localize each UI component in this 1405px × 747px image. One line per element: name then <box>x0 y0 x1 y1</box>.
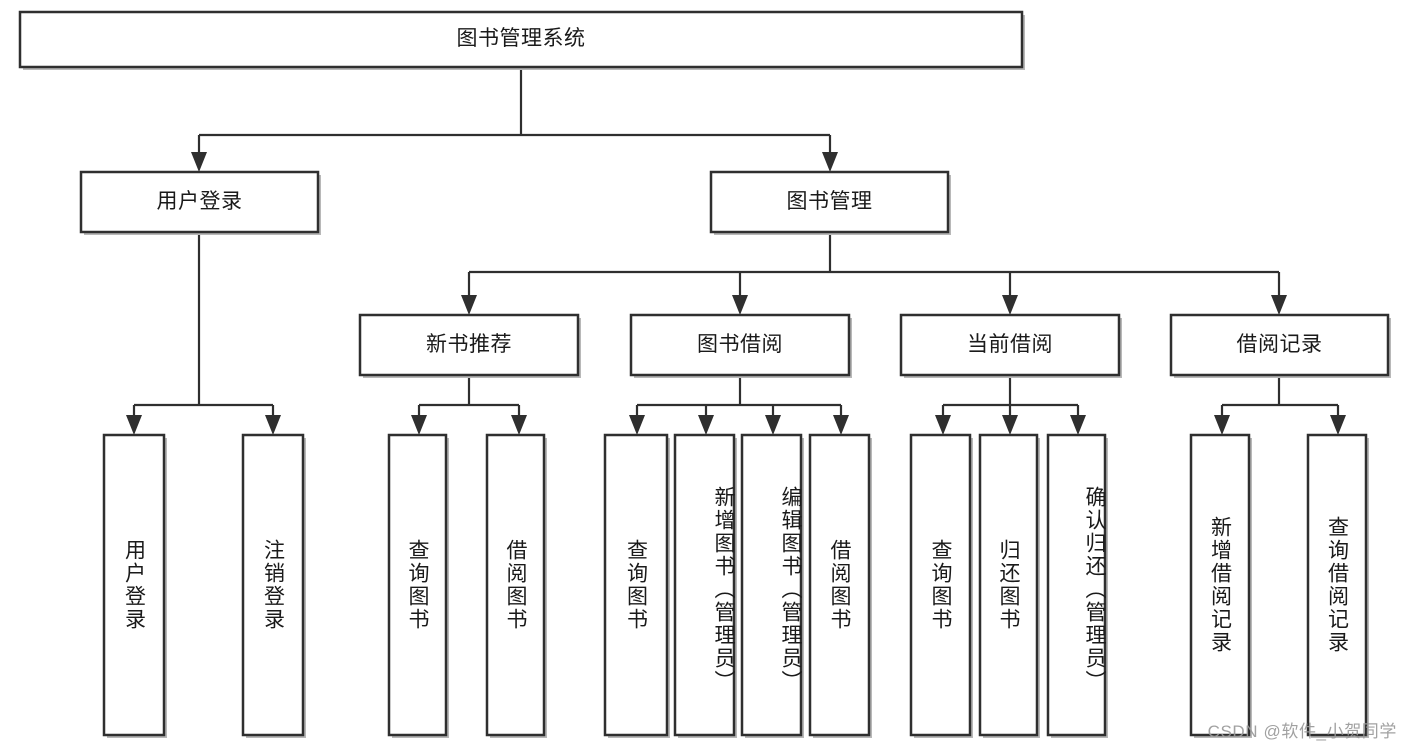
connector-borrowrecord-to-leaves <box>1220 375 1340 423</box>
node-box-root[interactable] <box>18 10 1024 69</box>
arrow-to-new-book-recommend <box>461 295 477 315</box>
node-box-leaf-logout[interactable] <box>241 433 305 737</box>
connector-bookmgmt-to-level3 <box>467 232 1281 303</box>
arrow-to-leaf-borrow-book-2 <box>833 415 849 435</box>
node-box-leaf-query-record[interactable] <box>1306 433 1368 737</box>
node-box-book-borrow[interactable] <box>629 313 851 377</box>
arrow-to-leaf-add-record <box>1214 415 1230 435</box>
arrow-to-user-login <box>191 152 207 172</box>
arrow-to-leaf-return-book <box>1002 415 1018 435</box>
node-box-leaf-add-record[interactable] <box>1189 433 1251 737</box>
node-box-leaf-query-book-3[interactable] <box>909 433 972 737</box>
connector-bookborrow-to-leaves <box>635 375 843 423</box>
node-box-leaf-edit-book[interactable] <box>740 433 803 737</box>
node-box-leaf-query-book-1[interactable] <box>387 433 448 737</box>
arrow-to-current-borrow <box>1002 295 1018 315</box>
connector-userlogin-to-leaves <box>132 232 275 423</box>
arrow-to-leaf-query-book-3 <box>935 415 951 435</box>
connector-layer <box>126 67 1346 435</box>
box-layer <box>18 10 1390 737</box>
arrow-to-borrow-record <box>1271 295 1287 315</box>
node-box-leaf-borrow-book-2[interactable] <box>808 433 871 737</box>
connector-root-to-level2 <box>197 67 832 160</box>
node-box-leaf-return-book[interactable] <box>978 433 1039 737</box>
node-box-borrow-record[interactable] <box>1169 313 1390 377</box>
node-box-leaf-confirm-return[interactable] <box>1046 433 1107 737</box>
node-box-book-management[interactable] <box>709 170 950 234</box>
node-box-leaf-user-login[interactable] <box>102 433 166 737</box>
arrow-to-leaf-add-book <box>698 415 714 435</box>
node-box-current-borrow[interactable] <box>899 313 1121 377</box>
arrow-to-leaf-query-record <box>1330 415 1346 435</box>
arrow-to-book-borrow <box>732 295 748 315</box>
arrow-to-book-management <box>822 152 838 172</box>
arrow-to-leaf-logout <box>265 415 281 435</box>
connector-currentborrow-to-leaves <box>941 375 1080 423</box>
arrow-to-leaf-query-book-2 <box>629 415 645 435</box>
arrow-to-leaf-query-book-1 <box>411 415 427 435</box>
node-box-new-book-recommend[interactable] <box>358 313 580 377</box>
node-box-leaf-borrow-book-1[interactable] <box>485 433 546 737</box>
connector-newbook-to-leaves <box>417 375 521 423</box>
arrow-to-leaf-user-login <box>126 415 142 435</box>
node-box-leaf-add-book[interactable] <box>673 433 736 737</box>
arrow-to-leaf-confirm-return <box>1070 415 1086 435</box>
node-box-user-login[interactable] <box>79 170 320 234</box>
arrow-to-leaf-borrow-book-1 <box>511 415 527 435</box>
node-box-leaf-query-book-2[interactable] <box>603 433 669 737</box>
arrow-to-leaf-edit-book <box>765 415 781 435</box>
